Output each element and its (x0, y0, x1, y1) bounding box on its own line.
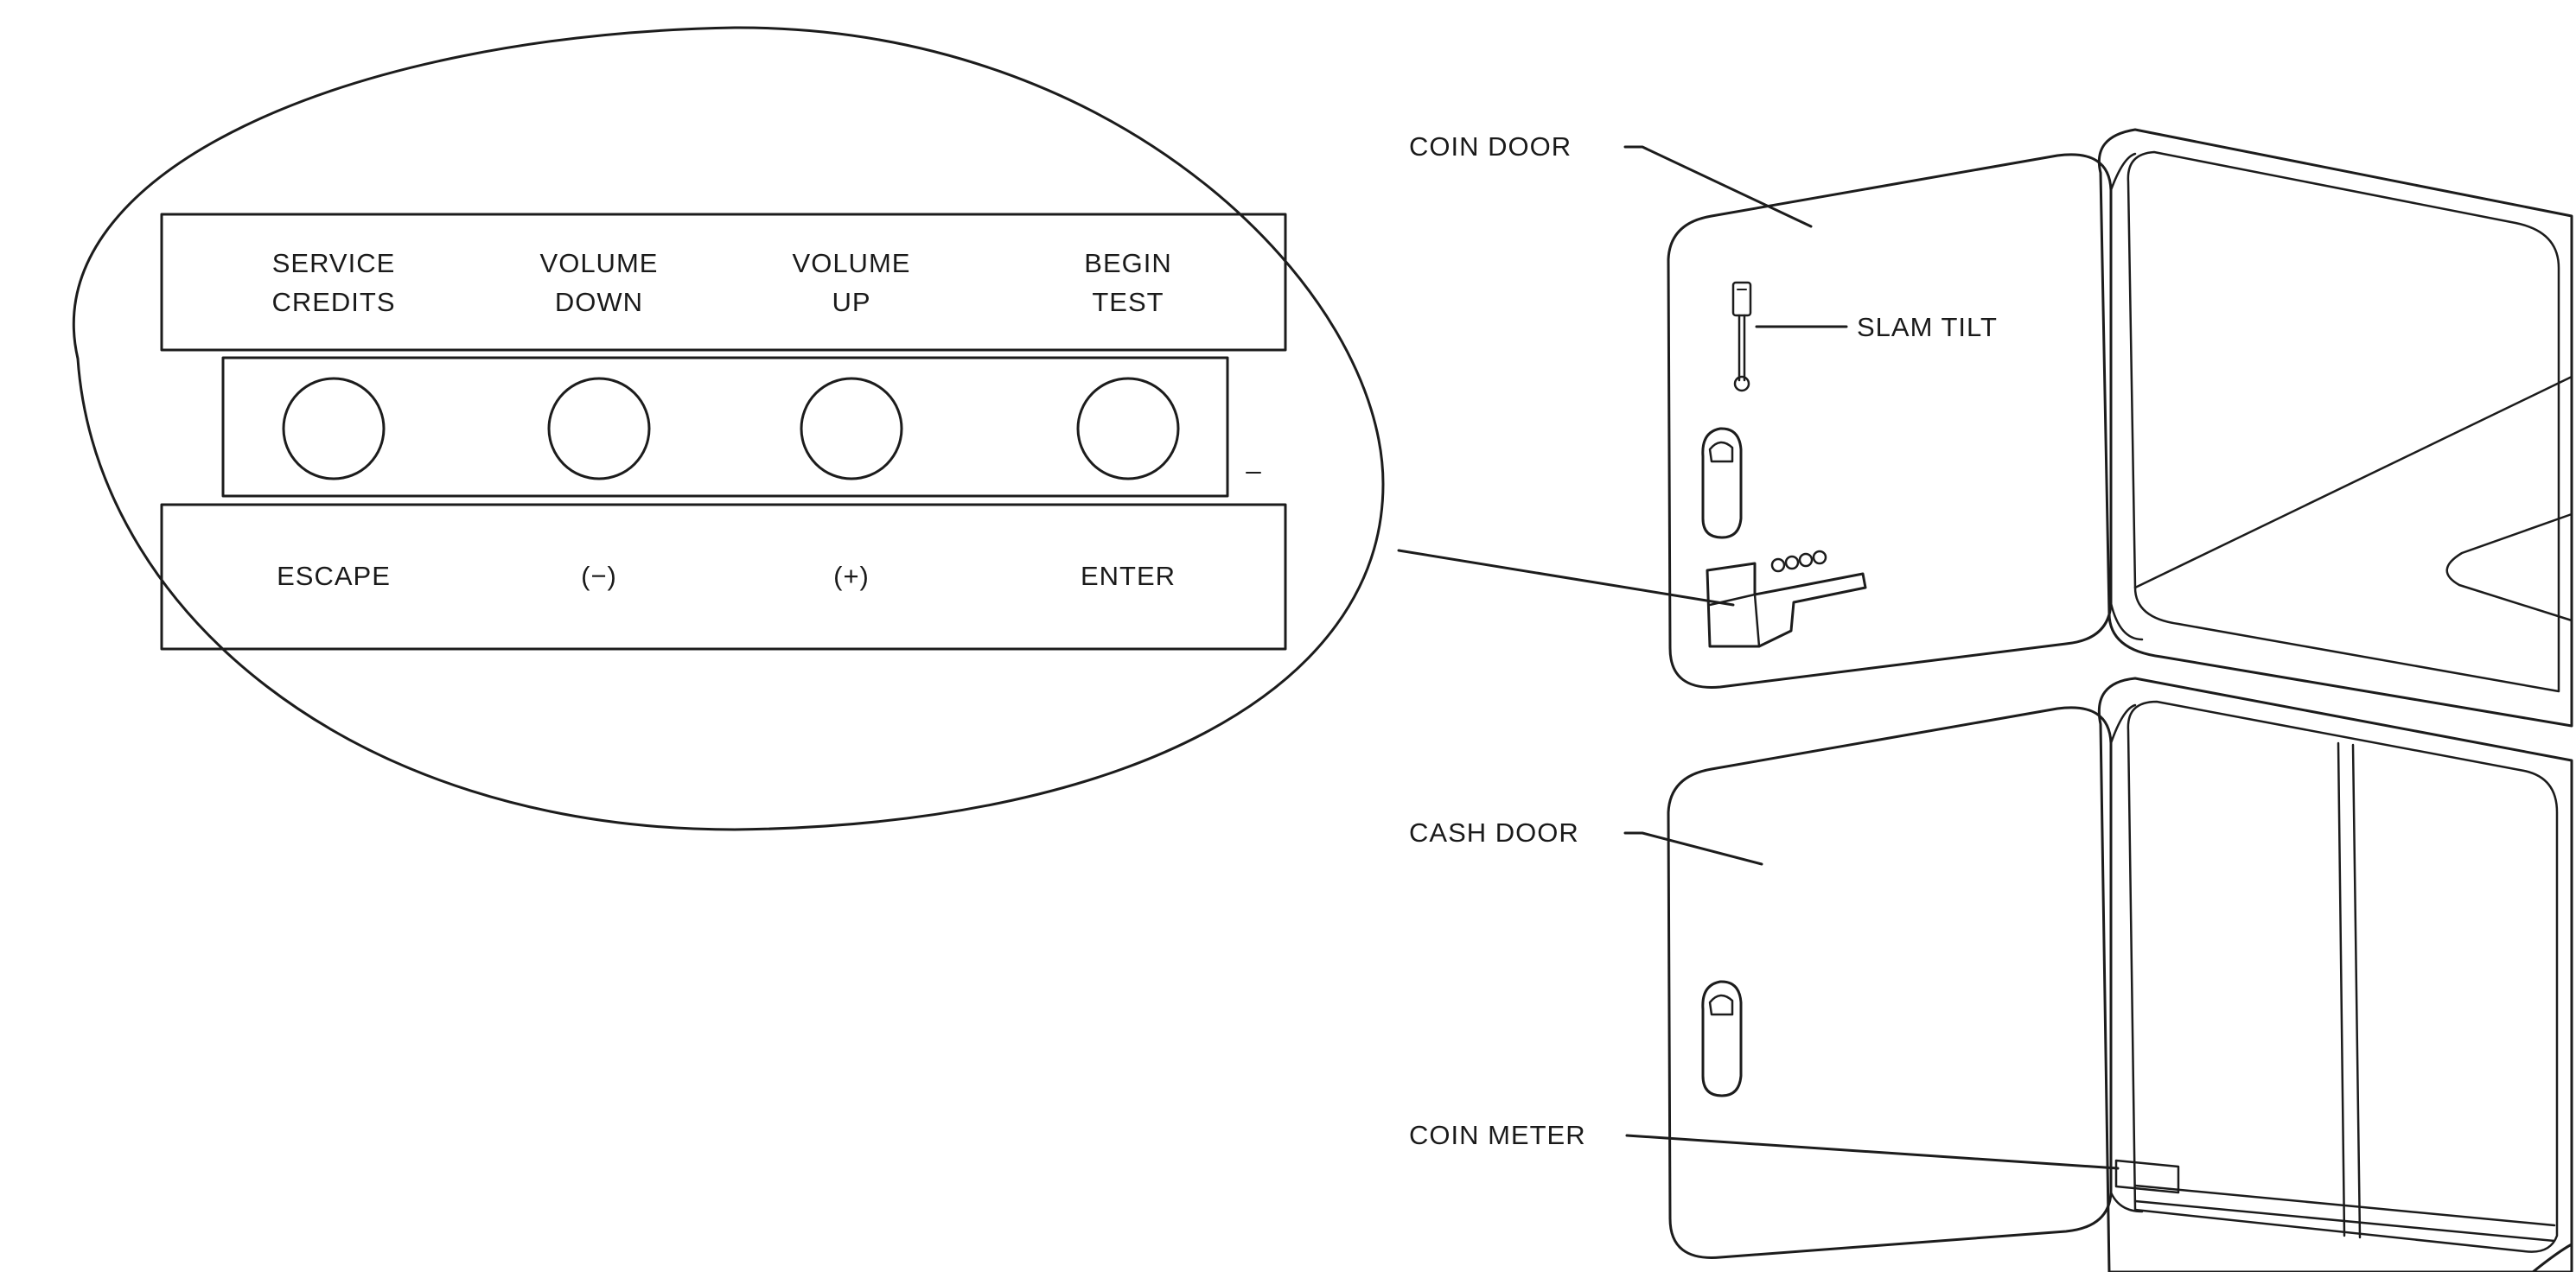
cash-door-panel-edge (2109, 703, 2144, 1213)
cash-door-panel (1667, 706, 2113, 1259)
upper-cabinet-frame-inner (2126, 150, 2560, 693)
slam-tilt-switch (1731, 281, 1752, 317)
cash-door-leader (1623, 831, 1763, 866)
cash-door-assembly (1623, 677, 2573, 1272)
service-panel-inset: SERVICE CREDITS VOLUME DOWN VOLUME UP BE… (72, 26, 1385, 831)
lower-cabinet-shelf-2 (2133, 1199, 2556, 1243)
coin-door-panel (1667, 153, 2113, 689)
service-credits-button (282, 377, 386, 480)
bottom-label-strip (160, 503, 1287, 651)
volume-down-label-1: VOLUME (540, 248, 659, 278)
service-credits-label-1: SERVICE (272, 248, 396, 278)
lower-cabinet-divider-right (2351, 743, 2362, 1239)
cash-door-lock-cylinder (1708, 994, 1734, 1016)
upper-cabinet-slot (2445, 512, 2573, 622)
coin-door-panel-edge (2109, 152, 2144, 641)
lower-cabinet-divider-left (2337, 741, 2346, 1237)
inset-leader-line (1397, 549, 1735, 607)
volume-up-label-1: VOLUME (793, 248, 911, 278)
service-bracket (1706, 562, 1867, 648)
coin-door-leader (1623, 145, 1813, 228)
coin-door-lock-cylinder (1708, 441, 1734, 463)
button-strip (221, 356, 1229, 498)
lower-cabinet-shelf (2133, 1184, 2556, 1227)
lower-cabinet-frame-outer (2097, 677, 2573, 1272)
begin-test-label-1: BEGIN (1084, 248, 1171, 278)
slam-tilt-callout: SLAM TILT (1857, 312, 1998, 342)
plus-label: (+) (833, 561, 870, 591)
service-bracket-fold (1753, 593, 1761, 648)
inset-ellipse (72, 26, 1385, 831)
volume-up-label-2: UP (832, 287, 870, 317)
bracket-button-4 (1812, 550, 1827, 565)
minus-label: (−) (581, 561, 617, 591)
enter-label: ENTER (1081, 561, 1176, 591)
bracket-button-2 (1784, 555, 1800, 570)
coin-meter-callout: COIN METER (1409, 1120, 1586, 1150)
cash-door-lock (1701, 980, 1743, 1097)
coin-door-lock (1701, 427, 1743, 539)
volume-down-button (547, 377, 651, 480)
slam-tilt-weight (1733, 375, 1750, 392)
lower-cabinet-frame-inner (2126, 700, 2559, 1253)
volume-down-label-2: DOWN (555, 287, 643, 317)
coin-door-callout: COIN DOOR (1409, 131, 1572, 162)
cash-door-callout: CASH DOOR (1409, 817, 1579, 848)
bracket-button-3 (1798, 552, 1814, 568)
begin-test-label-2: TEST (1092, 287, 1164, 317)
coin-meter-leader (1625, 1134, 2120, 1170)
lower-cabinet-corner (2531, 1243, 2573, 1272)
escape-label: ESCAPE (277, 561, 391, 591)
upper-cabinet-diagonal (2133, 375, 2573, 589)
upper-cabinet-frame-outer (2097, 128, 2573, 728)
top-label-strip (160, 213, 1287, 352)
service-credits-label-2: CREDITS (271, 287, 395, 317)
coin-door-assembly (1623, 128, 2573, 728)
service-bracket-edge (1708, 593, 1757, 607)
coin-meter (2114, 1159, 2180, 1194)
begin-test-button (1076, 377, 1180, 480)
volume-up-button (800, 377, 903, 480)
bracket-button-1 (1770, 557, 1786, 573)
